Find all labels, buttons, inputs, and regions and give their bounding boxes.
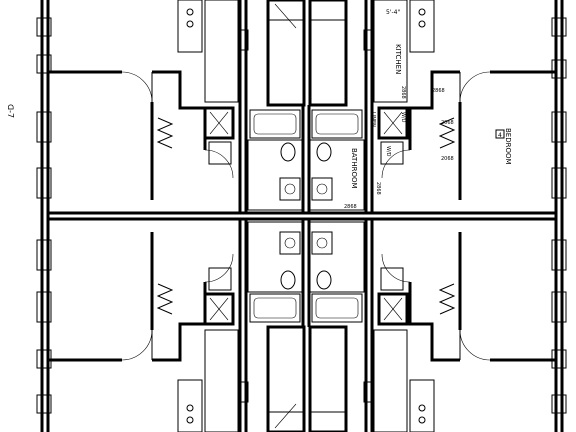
exterior-walls xyxy=(36,0,567,432)
washer-dryer-label: W/D xyxy=(400,112,406,123)
door-tag-2868-a: 2868 xyxy=(400,86,406,99)
bathroom-label: BATHROOM xyxy=(350,148,358,189)
bedroom-tag: 4 xyxy=(498,132,502,139)
washer-dryer-small-label: W/D xyxy=(385,146,391,157)
interior-walls xyxy=(48,70,556,362)
door-tag-2868-c: 2868 xyxy=(375,182,381,195)
utility-closets xyxy=(203,106,409,326)
bedroom-tag-box xyxy=(495,129,505,139)
central-core xyxy=(177,0,435,432)
bedroom-label: BEDROOM xyxy=(504,128,512,165)
door-tag-2068-b: 2068 xyxy=(441,156,454,162)
dimension-label: 5'-4" xyxy=(386,9,400,16)
plan-labels: KITCHEN BATHROOM BEDROOM 4 2868 2868 206… xyxy=(6,9,512,210)
door-tag-2868-b: 2868 xyxy=(432,88,445,94)
margin-note: ᗡ-7 xyxy=(6,104,15,118)
linen-label: LINEN xyxy=(370,112,376,127)
door-tag-2068-a: 2068 xyxy=(441,120,454,126)
kitchen-label: KITCHEN xyxy=(394,44,402,74)
door-tag-2868-d: 2868 xyxy=(344,204,357,210)
